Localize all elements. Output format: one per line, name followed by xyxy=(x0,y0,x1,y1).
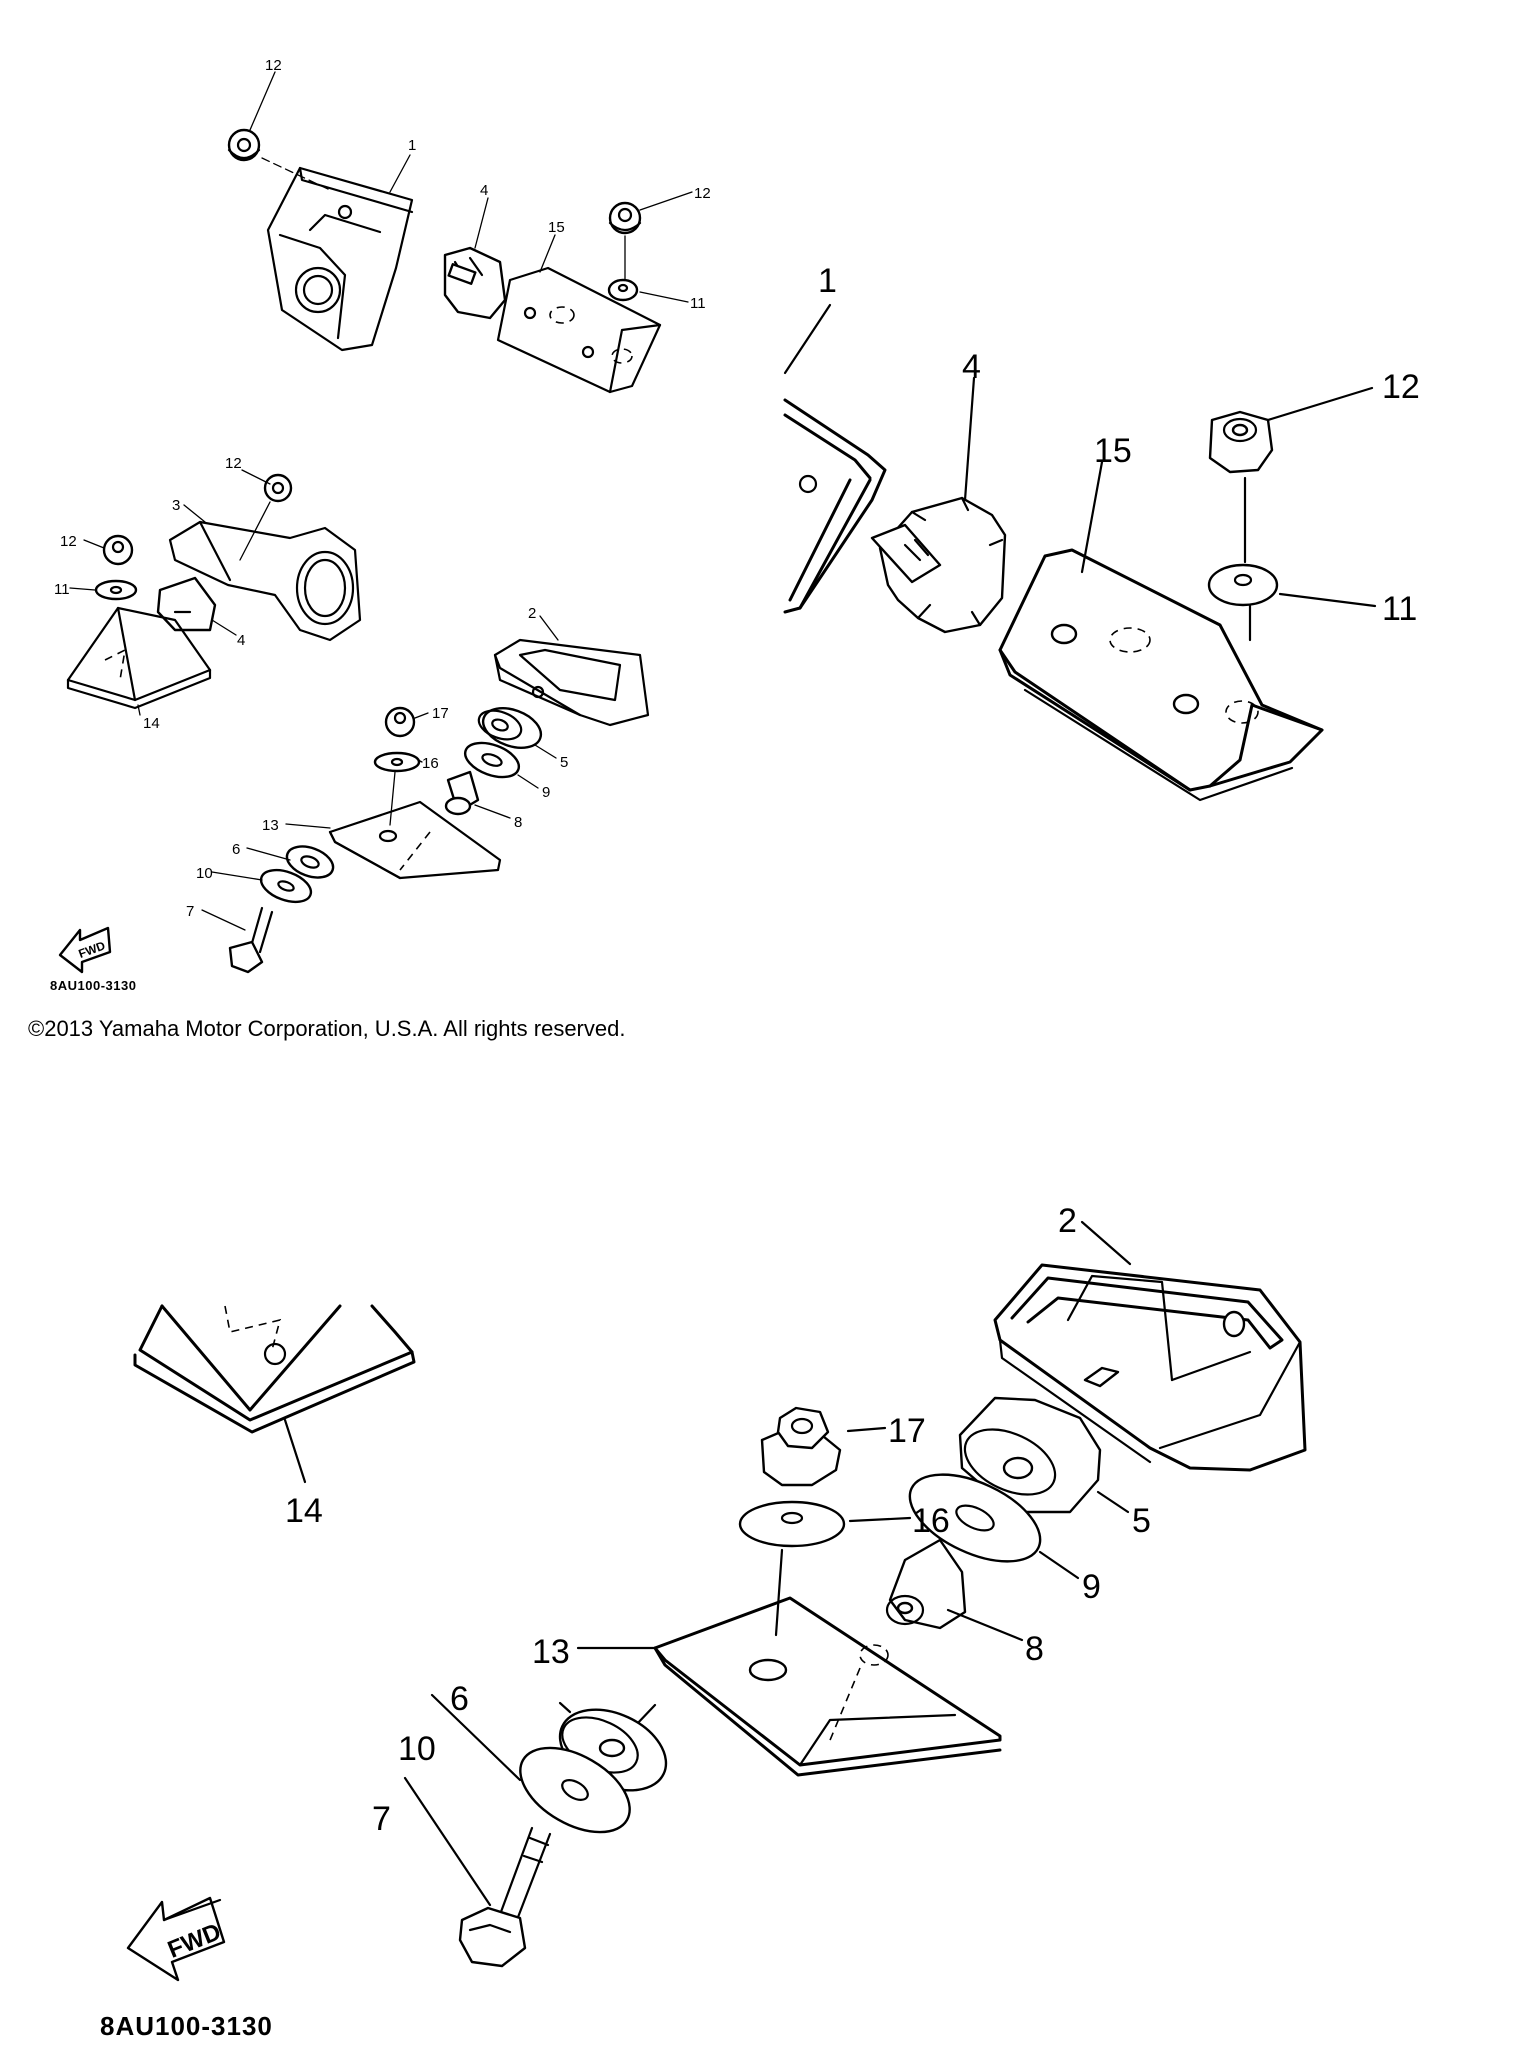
part-16-washer xyxy=(373,751,421,773)
part-15-plate-large xyxy=(998,548,1324,802)
callout-4-large: 4 xyxy=(962,348,981,386)
detail-top-right: 1 4 15 12 11 xyxy=(783,262,1420,802)
callout-14-large: 14 xyxy=(285,1492,323,1530)
detail-top-callouts: 1 4 15 12 11 xyxy=(818,262,1420,628)
callout-4-small: 4 xyxy=(480,182,488,199)
callout-15-small: 15 xyxy=(548,219,565,236)
part-13-plate xyxy=(328,800,502,880)
overview-leaders xyxy=(69,71,693,931)
part-7-bolt xyxy=(228,906,274,974)
part-11-washer-top xyxy=(607,278,639,302)
callout-1-large: 1 xyxy=(818,262,837,300)
callout-3-small: 3 xyxy=(172,497,180,514)
part-12-nut-large xyxy=(1208,410,1274,474)
detail-bottom-leaders xyxy=(403,1220,1132,1907)
part-4-damper-large xyxy=(870,496,1007,634)
callout-15-large: 15 xyxy=(1094,432,1132,470)
callout-7-small: 7 xyxy=(186,903,194,920)
callout-16-large: 16 xyxy=(912,1502,950,1540)
part-17-nut xyxy=(384,706,416,738)
part-12-nut-mid xyxy=(263,473,293,503)
part-14-bracket xyxy=(66,606,212,710)
callout-6-small: 6 xyxy=(232,841,240,858)
part-4-damper-lower xyxy=(156,576,217,632)
part-12-nut-top xyxy=(227,128,261,162)
fwd-arrow-icon-large: FWD xyxy=(126,1896,226,1982)
part-11-washer-large xyxy=(1207,563,1279,607)
diagram-code-large: 8AU100-3130 xyxy=(100,2011,273,2041)
part-9-washer-large xyxy=(908,1473,1042,1563)
part-3-bracket xyxy=(168,520,362,642)
callout-2-large: 2 xyxy=(1058,1202,1077,1240)
part-8-collar-large xyxy=(885,1538,967,1630)
part-15-plate xyxy=(496,266,662,394)
callout-5-large: 5 xyxy=(1132,1502,1151,1540)
part-7-bolt-large xyxy=(458,1826,552,1968)
part-16-washer-large xyxy=(738,1500,846,1548)
callout-12-d: 12 xyxy=(60,533,77,550)
callout-1-small: 1 xyxy=(408,137,416,154)
callout-11-small: 11 xyxy=(690,295,706,312)
part-14-bracket-partial xyxy=(133,1304,416,1484)
fwd-arrow-icon: FWD xyxy=(58,926,112,974)
part-1-bracket xyxy=(266,166,414,352)
callout-12-b: 12 xyxy=(694,185,711,202)
callout-9-large: 9 xyxy=(1082,1568,1101,1606)
callout-5-small: 5 xyxy=(560,754,568,771)
callout-9-small: 9 xyxy=(542,784,550,801)
callout-4-small-b: 4 xyxy=(237,632,245,649)
callout-12-a: 12 xyxy=(265,57,282,74)
callout-17-large: 17 xyxy=(888,1412,926,1450)
callout-10-small: 10 xyxy=(196,865,213,882)
part-12-nut-right xyxy=(608,201,642,235)
part-10-washer xyxy=(259,868,313,904)
callout-16-small: 16 xyxy=(422,755,439,772)
part-4-damper xyxy=(443,246,507,320)
callout-10-large: 10 xyxy=(398,1730,436,1768)
part-1-bracket-partial xyxy=(783,303,887,614)
callout-12-c: 12 xyxy=(225,455,242,472)
part-13-plate-large xyxy=(634,1596,1002,1777)
detail-bottom-callouts: 2 17 16 5 9 8 13 6 10 7 14 xyxy=(285,1202,1151,1838)
callout-11-small-b: 11 xyxy=(54,581,70,598)
callout-12-large: 12 xyxy=(1382,368,1420,406)
callout-8-large: 8 xyxy=(1025,1630,1044,1668)
part-9-washer xyxy=(463,741,521,779)
detail-top-leaders xyxy=(963,376,1377,608)
overview-diagram: FWD 8AU100-3130 xyxy=(50,57,711,993)
part-17-nut-large xyxy=(760,1406,842,1487)
callout-7-large: 7 xyxy=(372,1800,391,1838)
part-8-collar xyxy=(444,770,480,816)
part-11-washer-left xyxy=(94,579,138,601)
callout-13-small: 13 xyxy=(262,817,279,834)
callout-8-small: 8 xyxy=(514,814,522,831)
part-6-rubber xyxy=(285,845,335,879)
detail-bottom: FWD 8AU100-3130 2 17 16 5 9 8 13 6 10 7 xyxy=(100,1202,1307,2041)
callout-17-small: 17 xyxy=(432,705,449,722)
callout-2-small: 2 xyxy=(528,605,536,622)
diagram-code-small: 8AU100-3130 xyxy=(50,978,136,993)
callout-13-large: 13 xyxy=(532,1633,570,1671)
part-2-bracket-large xyxy=(993,1263,1307,1472)
part-10-washer-large xyxy=(519,1746,631,1834)
part-12-nut-left xyxy=(102,534,134,566)
overview-callouts: 12 1 4 15 12 11 12 3 12 11 4 14 2 17 16 … xyxy=(54,57,711,920)
copyright-notice: ©2013 Yamaha Motor Corporation, U.S.A. A… xyxy=(28,1016,626,1041)
callout-14-small: 14 xyxy=(143,715,160,732)
part-2-bracket xyxy=(493,638,650,727)
callout-11-large: 11 xyxy=(1382,590,1417,628)
callout-6-large: 6 xyxy=(450,1680,469,1718)
part-5-rubber xyxy=(477,707,543,749)
